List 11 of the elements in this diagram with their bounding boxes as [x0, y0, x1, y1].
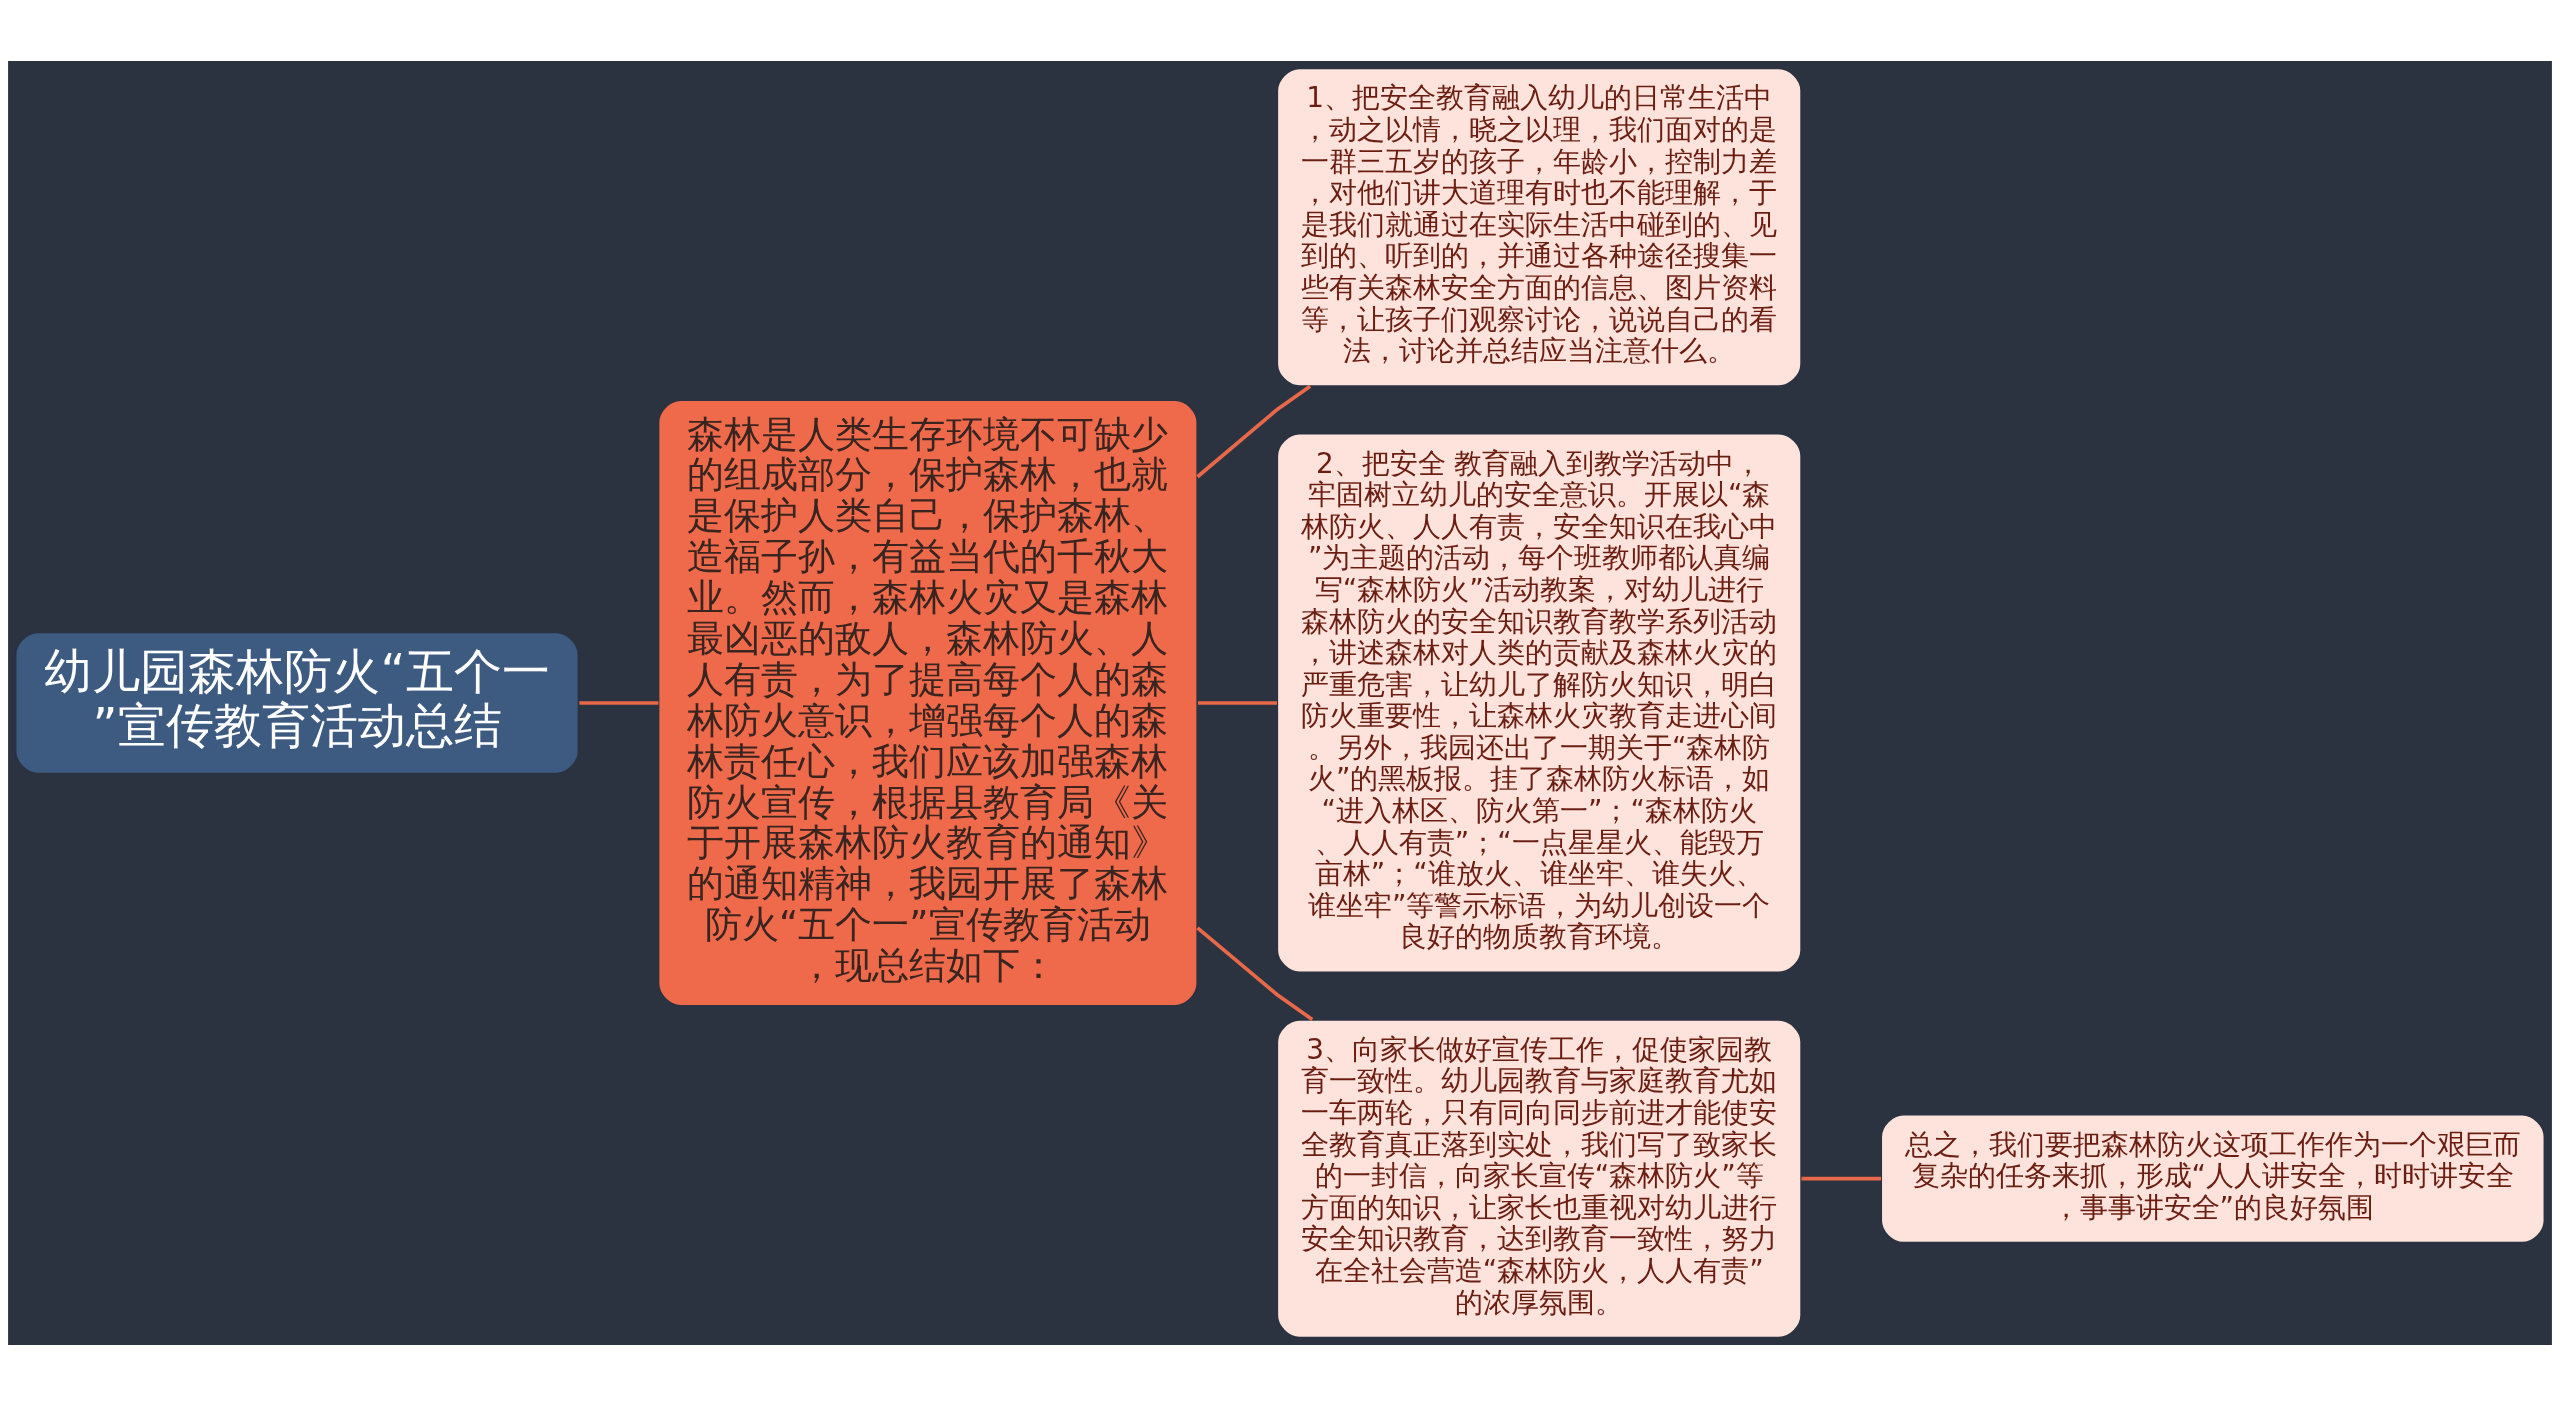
connector — [1198, 700, 1277, 705]
connector — [1196, 925, 1314, 1021]
connector — [1196, 384, 1312, 478]
connector — [579, 700, 659, 705]
node-box: 2、把安全 教育融入到教学活动中，牢固树立幼儿的安全意识。开展以“森林防火、人人有责，安全知识在我心中”为主题的活动，每个班教师都认真编写“森林防火”活动教案，对幼儿进行森林防火的安全知识教育教学系列活动，讲述森林对人类的贡献及森林火灾的严重危害，让幼儿了解防火知识，明白防火重要性，让森林火灾教育走进心间。另外，我园还出了一期关于“森林防火”的黑板报。挂了森林防火标语，如“进入林区、防火第一”；“森林防火、人人有责”；“一点星星火、能毁万亩林”；“谁放火、谁坐牢、谁失火、谁坐牢”等警示标语，为幼儿创设一个良好的物质教育环境。 — [1276, 432, 1803, 973]
node-box: 总之，我们要把森林防火这项工作作为一个艰巨而复杂的任务来抓，形成“人人讲安全，时时讲安全，事事讲安全”的良好氛围 — [1880, 1113, 2546, 1244]
node-box: 幼儿园森林防火“五个一”宣传教育活动总结 — [14, 630, 580, 775]
node-box: 森林是人类生存环境不可缺少的组成部分，保护森林，也就是保护人类自己，保护森林、造福子孙，有益当代的千秋大业。然而，森林火灾又是森林最凶恶的敌人，森林防火、人人有责，为了提高每个人的森林防火意识，增强每个人的森林责任心，我们应该加强森林防火宣传，根据县教育局《关于开展森林防火教育的通知》的通知精神，我园开展了森林防火“五个一”宣传教育活动，现总结如下： — [657, 398, 1199, 1007]
connector — [1801, 1176, 1882, 1181]
node-box: 3、向家长做好宣传工作，促使家园教育一致性。幼儿园教育与家庭教育尤如一车两轮，只有同向同步前进才能使安全教育真正落到实处，我们写了致家长的一封信，向家长宣传“森林防火”等方面的知识，让家长也重视对幼儿进行安全知识教育，达到教育一致性，努力在全社会营造“森林防火，人人有责”的浓厚氛围。 — [1276, 1018, 1803, 1338]
node-box: 1、把安全教育融入幼儿的日常生活中，动之以情，晓之以理，我们面对的是一群三五岁的孩子，年龄小，控制力差，对他们讲大道理有时也不能理解，于是我们就通过在实际生活中碰到的、见到的、听到的，并通过各种途径搜集一些有关森林安全方面的信息、图片资料等，让孩子们观察讨论，说说自己的看法，讨论并总结应当注意什么。 — [1276, 67, 1803, 387]
